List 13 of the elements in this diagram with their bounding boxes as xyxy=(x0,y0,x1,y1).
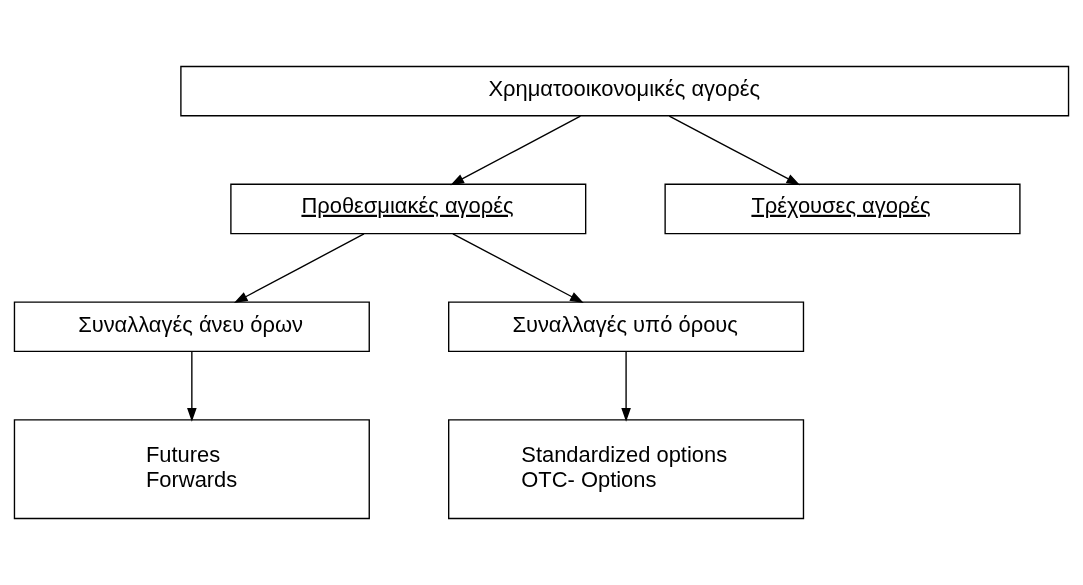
arrow xyxy=(452,233,584,304)
arrow xyxy=(233,233,365,304)
node-box: Standardized options OTC- Options xyxy=(448,419,805,520)
node-box: Τρέχουσες αγορές xyxy=(664,183,1021,235)
arrow xyxy=(668,115,801,186)
arrow xyxy=(621,351,631,422)
arrow xyxy=(450,115,582,186)
node-box: Συναλλαγές υπό όρους xyxy=(448,301,805,353)
arrow xyxy=(187,351,197,422)
node-box: Χρηματοοικονομικές αγορές xyxy=(180,65,1070,117)
node-box: Συναλλαγές άνευ όρων xyxy=(13,301,370,353)
node-box: Προθεσμιακές αγορές xyxy=(230,183,587,235)
node-box: Futures Forwards xyxy=(13,419,370,520)
